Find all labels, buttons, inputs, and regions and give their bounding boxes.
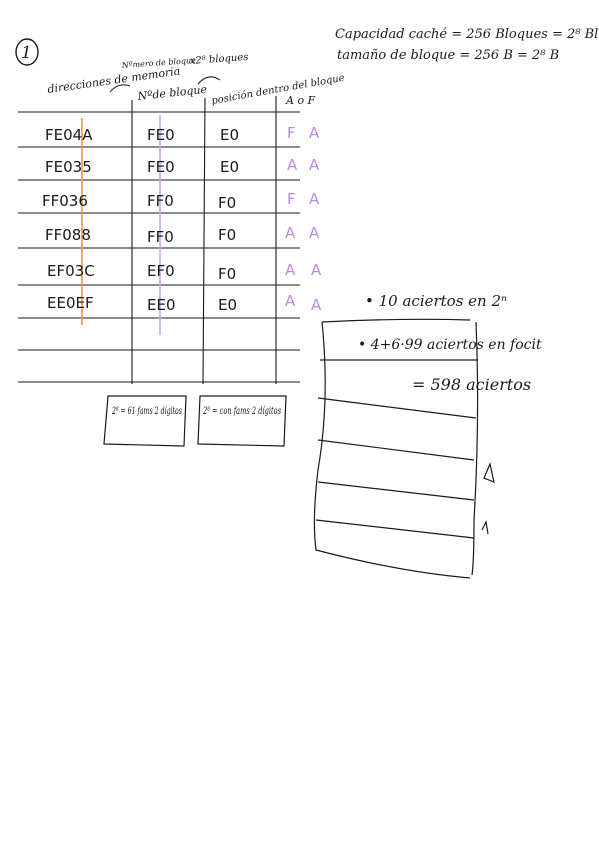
note-hits-line2: • 4+6·99 aciertos en focit [358,337,542,353]
cell-position: E0 [218,296,237,314]
cell-position: F0 [218,226,236,244]
note-cache-capacity: Capacidad caché = 256 Bloques = 2⁸ Bloqu… [335,27,599,42]
cell-block: EF0 [147,262,175,280]
cell-af1: A [287,156,298,174]
cell-address: FF088 [45,226,91,244]
header-position: posición dentro del bloque [211,73,346,107]
cell-af2: A [311,296,322,314]
table-grid [18,96,300,385]
cell-block: FE0 [147,126,175,144]
cell-address: FF036 [42,192,88,210]
cell-position: F0 [218,194,236,212]
cell-af2: A [309,190,320,208]
cell-position: E0 [220,158,239,176]
table-row: EF03C EF0 F0 A A [47,261,322,283]
circle-shape [15,38,39,66]
cell-position: E0 [220,126,239,144]
cell-block: FF0 [147,228,174,246]
cell-address: EE0EF [47,294,94,312]
table-row: FF036 FF0 F0 F A [42,190,320,212]
sketch-box [313,318,495,579]
cell-af2: A [309,224,320,242]
note-hits-total: = 598 aciertos [412,375,531,394]
table-row: FF088 FF0 F0 A A [45,224,320,246]
cell-af2: A [309,156,320,174]
table-row: FE035 FE0 E0 A A [45,156,320,176]
cell-block: FF0 [147,192,174,210]
arrow-icon [109,84,131,93]
table-row: FE04A FE0 E0 F A [45,124,320,144]
cell-af1: F [287,190,296,208]
position-digits-note: 2⁸ = con fams 2 dígitos [202,406,281,417]
cell-af1: F [287,124,296,142]
header-a-or-f: A o F [285,94,316,107]
note-block-size: tamaño de bloque = 256 B = 2⁸ B [337,48,559,63]
cell-block: EE0 [147,296,176,314]
cell-af2: A [309,124,320,142]
cell-af1: A [285,292,296,310]
cell-position: F0 [218,265,236,283]
block-digits-note: 2⁸ = 61 fams 2 dígitos [111,406,182,417]
problem-number-badge: 1 [15,38,39,66]
cell-af2: A [311,261,322,279]
cell-address: FE035 [45,158,92,176]
arrow-icon [197,76,221,85]
block-digits-box: 2⁸ = 61 fams 2 dígitos [103,395,187,447]
position-digits-box: 2⁸ = con fams 2 dígitos [197,395,287,447]
problem-number: 1 [21,43,32,63]
cell-address: EF03C [47,262,95,280]
cell-af1: A [285,261,296,279]
cell-block: FE0 [147,158,175,176]
table-row: EE0EF EE0 E0 A A [47,292,322,314]
header-block: Nºde bloque [136,83,208,103]
cell-address: FE04A [45,126,93,144]
header-position-above: x2⁸ bloques [189,52,248,67]
cell-af1: A [285,224,296,242]
note-hits-line1: • 10 aciertos en 2ⁿ [365,292,507,310]
